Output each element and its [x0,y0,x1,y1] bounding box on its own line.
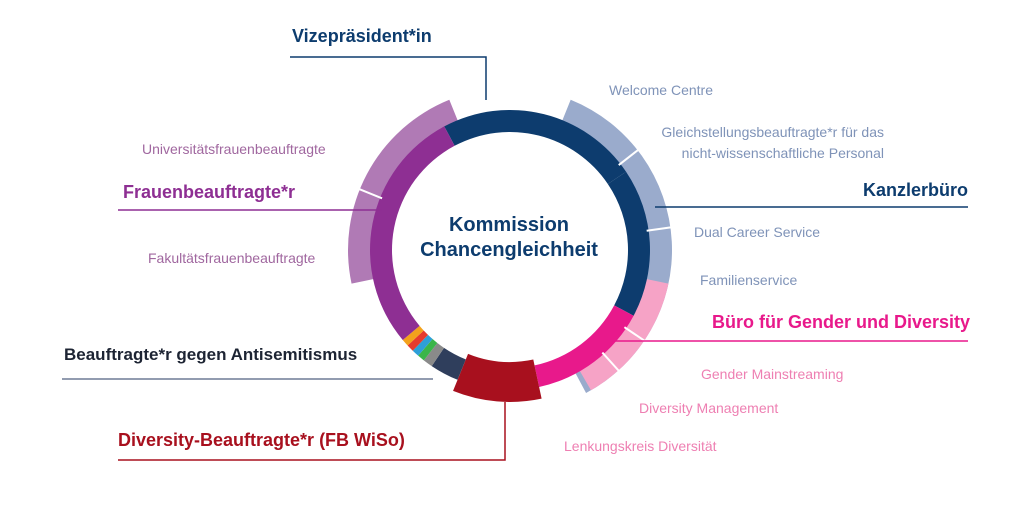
ring-segment-green [418,339,438,361]
label-kanzlerbuero: Kanzlerbüro [862,180,968,200]
label-diversity-beauftragte: Diversity-Beauftragte*r (FB WiSo) [118,430,405,450]
ring-segment-orange [402,325,424,346]
ring-segment-buero-gender [534,305,634,387]
outer-sep-2 [646,226,673,232]
ring-segment-red-small [407,330,429,351]
center-title-line1: Kommission [448,214,570,236]
outer-ring-frauen [348,99,459,284]
center-title: Kommission Chancengleichheit [398,213,620,263]
ring-segment-kanzlerbuero [607,171,650,316]
label-dual-career: Dual Career Service [694,224,821,240]
label-antisemitismus: Beauftragte*r gegen Antisemitismus [64,345,358,364]
connector-vizepraesident [290,56,487,100]
label-lenkungskreis: Lenkungskreis Diversität [564,438,717,454]
outer-ring-gender [579,278,669,391]
ring-segment-diversity-wiso [453,353,542,403]
label-gleichstellung-line1: Gleichstellungsbeauftragte*r für das [661,124,884,140]
label-fakultaetsfrauen: Fakultätsfrauenbeauftragte [148,250,316,266]
outer-sep-5 [357,187,383,200]
outer-sep-3 [623,326,647,343]
connector-diversity-wiso [118,402,506,461]
label-vizepraesident: Vizepräsident*in [292,26,432,46]
ring-segment-vizepraesident [444,110,627,185]
ring-segment-blue [412,334,433,356]
outer-sep-1 [618,148,640,166]
label-gleichstellung-line2: nicht-wissenschaftliche Personal [681,145,884,161]
label-buero-gender: Büro für Gender und Diversity [711,312,970,332]
center-title-line2: Chancengleichheit [420,239,598,261]
ring-segment-antisemitismus [431,347,466,380]
label-familienservice: Familienservice [700,272,798,288]
label-universitaetsfrauen: Universitätsfrauenbeauftragte [142,141,326,157]
label-welcome-centre: Welcome Centre [609,82,714,98]
outer-sep-4 [601,351,621,373]
label-frauenbeauftragte: Frauenbeauftragte*r [123,182,296,202]
ring-segment-grey [423,342,445,367]
label-diversity-management: Diversity Management [639,400,779,416]
ring-segment-frauenbeauftragte [370,126,455,340]
label-gender-mainstreaming: Gender Mainstreaming [701,366,844,382]
